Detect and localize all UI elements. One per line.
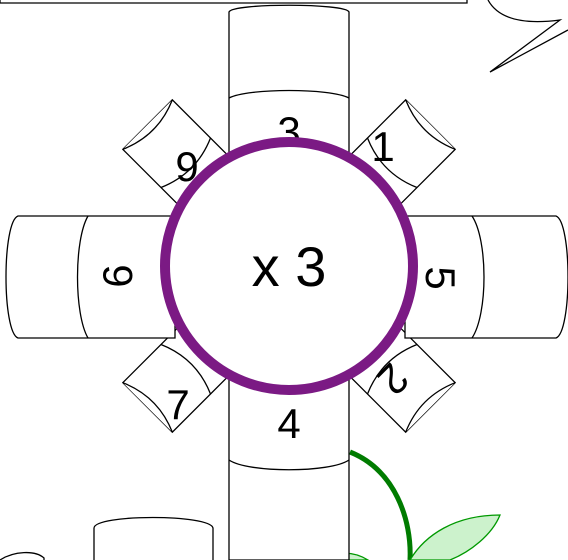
bottom-left-edge-shape bbox=[0, 553, 44, 560]
center-label: x 3 bbox=[252, 235, 327, 298]
petal-number-top-right: 1 bbox=[371, 123, 394, 170]
petal-left-shape bbox=[6, 216, 175, 338]
speech-bubble bbox=[488, 0, 568, 72]
petal-number-left: 6 bbox=[94, 264, 141, 287]
petal-number-bottom-left: 7 bbox=[166, 381, 189, 428]
flower-stem bbox=[350, 452, 410, 560]
leaf-right bbox=[410, 515, 500, 560]
petal-left bbox=[6, 216, 175, 338]
petal-number-right: 5 bbox=[417, 266, 464, 289]
petal-number-bottom: 4 bbox=[277, 400, 300, 447]
bottom-cylinder bbox=[94, 518, 213, 560]
title-box bbox=[0, 0, 467, 3]
